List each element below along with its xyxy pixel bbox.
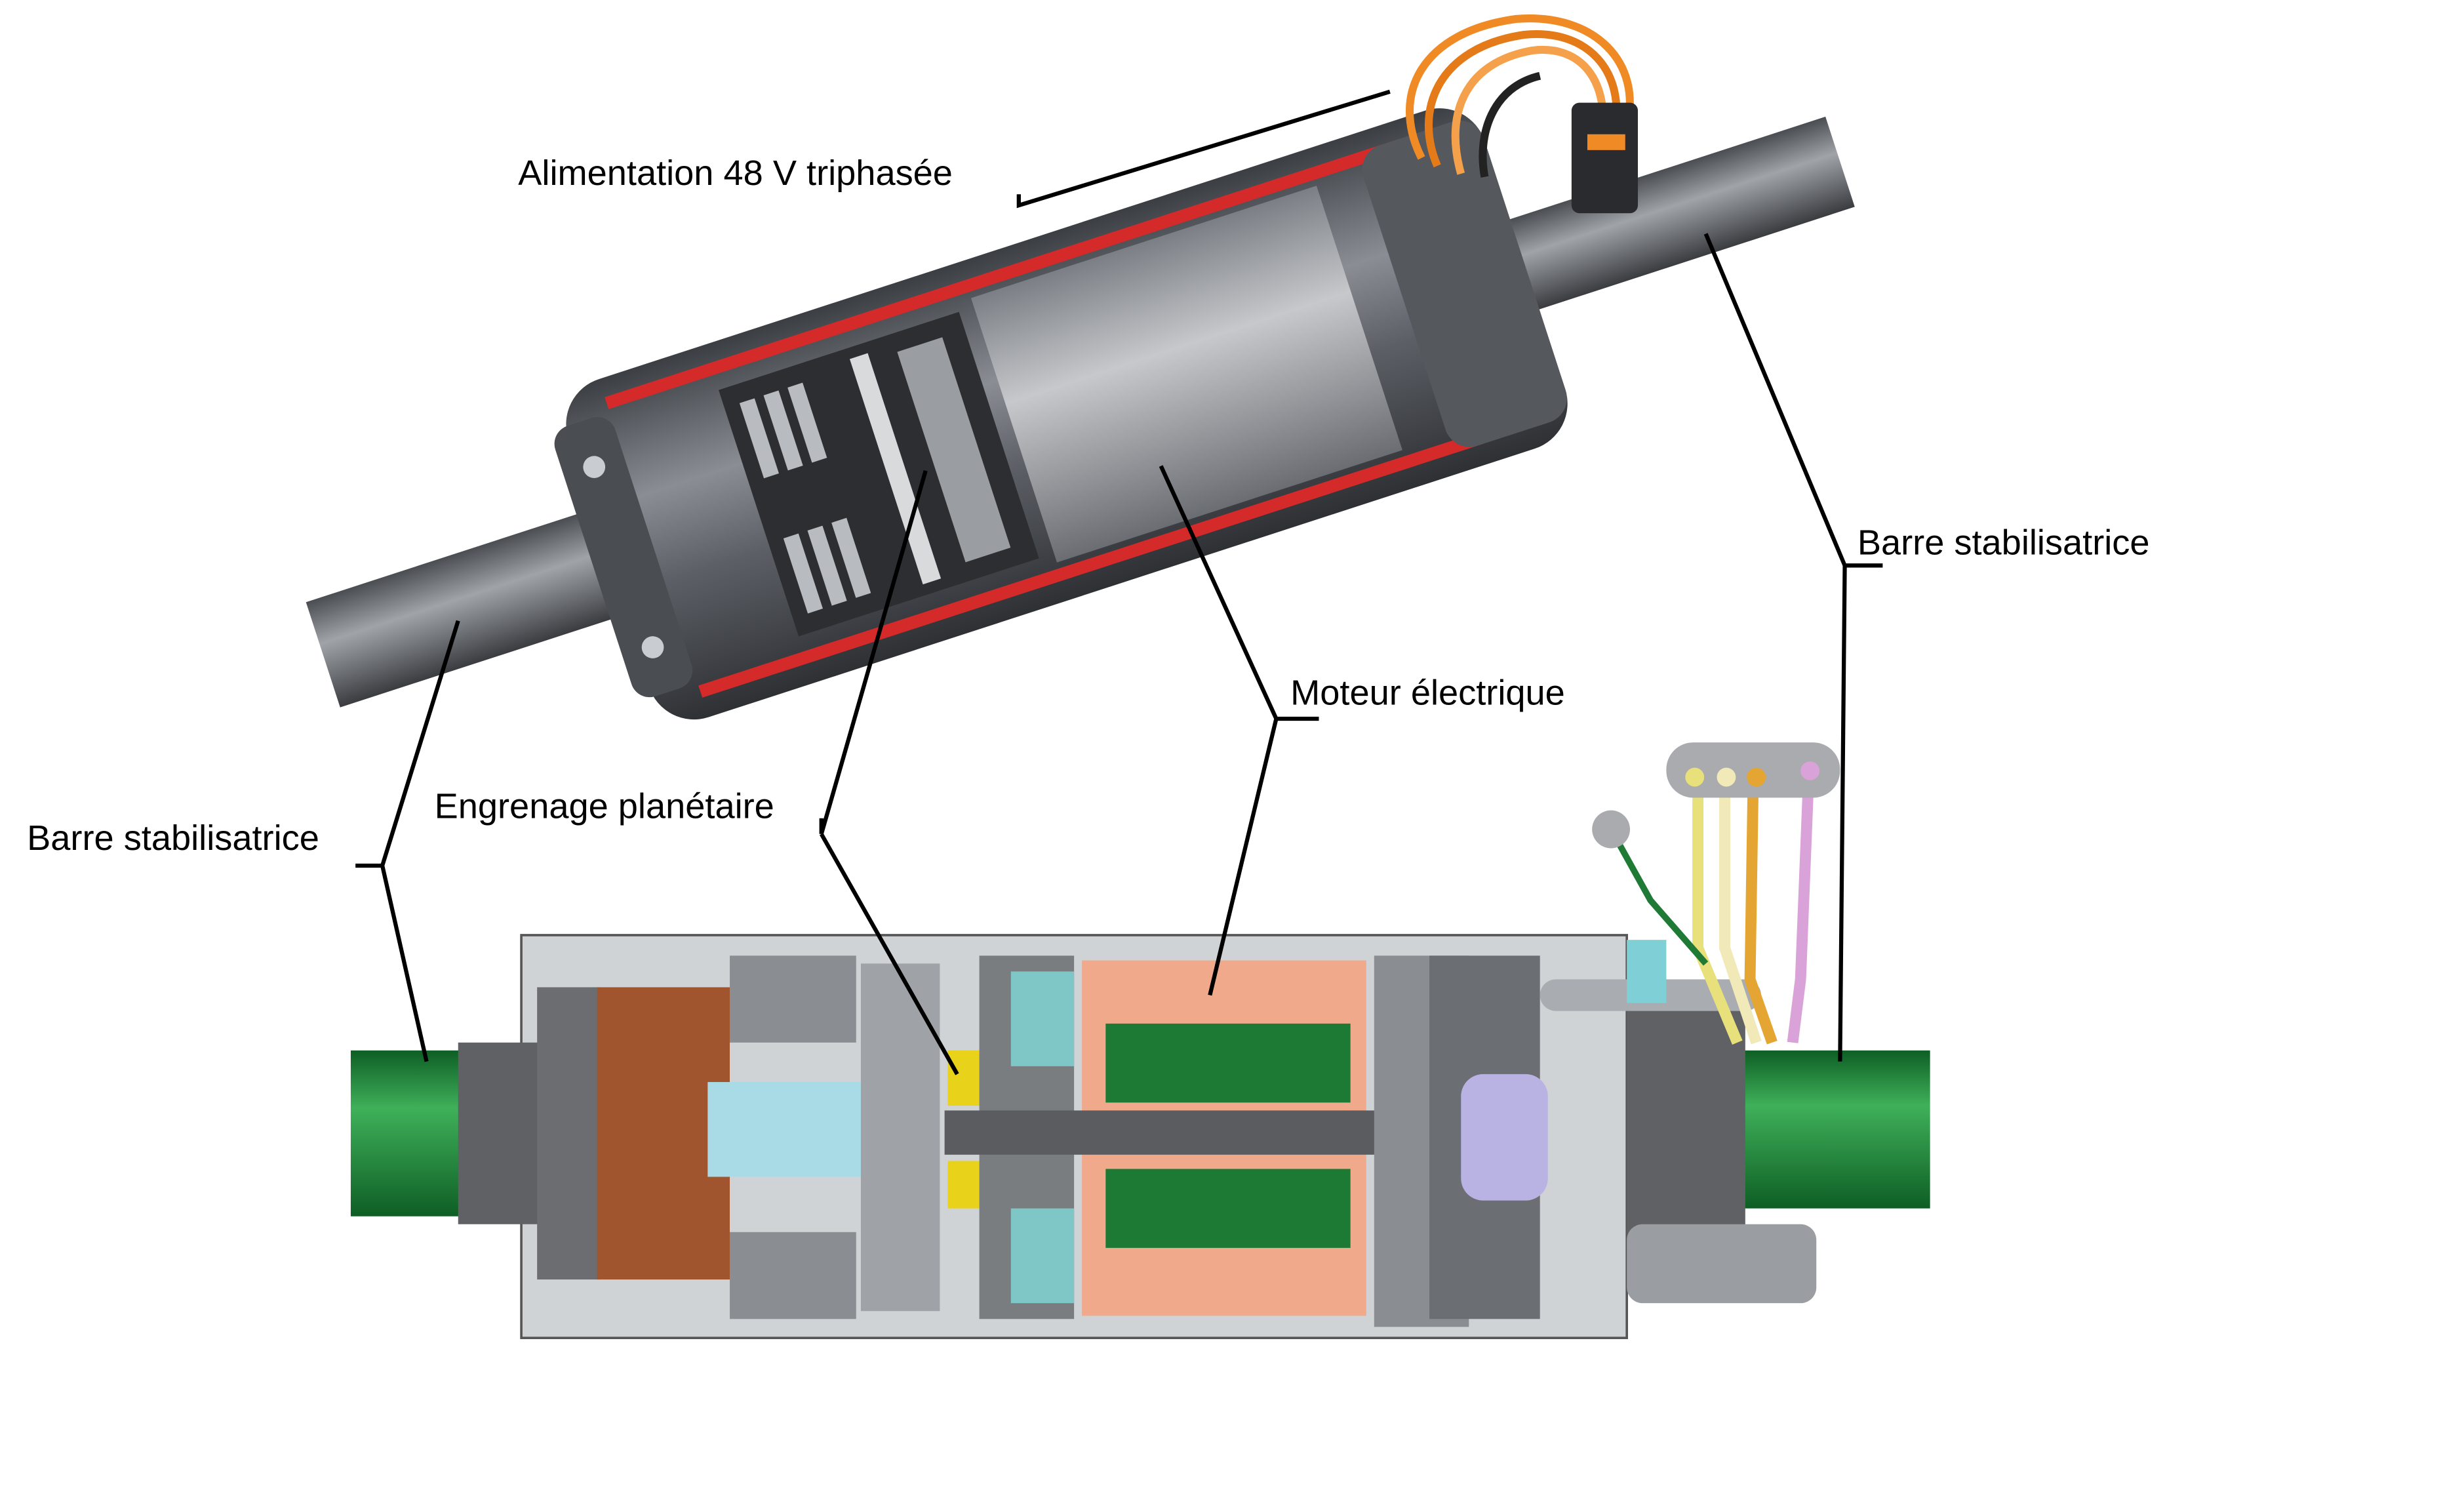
end-flange — [554, 417, 693, 698]
flange-bolt — [583, 456, 606, 478]
label-planetary-gear: Engrenage planétaire — [435, 470, 959, 1076]
bearing-carrier — [597, 987, 730, 1280]
gear-yellow — [947, 1050, 980, 1106]
right-coupling — [1627, 1011, 1745, 1248]
label-electric-motor-text: Moteur électrique — [1290, 673, 1565, 712]
label-stabilizer-bar-left-text: Barre stabilisatrice — [27, 818, 319, 858]
label-power-supply-text: Alimentation 48 V triphasée — [518, 153, 953, 193]
sensor — [1461, 1074, 1548, 1201]
label-electric-motor: Moteur électrique — [1159, 465, 1565, 996]
label-stabilizer-bar-right-text: Barre stabilisatrice — [1858, 523, 2150, 562]
planet-gear — [730, 955, 856, 1043]
end-cap-right — [1362, 120, 1567, 447]
connector-latch — [1587, 134, 1625, 150]
right-stabilizer-bar-section — [1737, 1050, 1930, 1209]
sensor-cables — [1608, 781, 1814, 1045]
planet-gear — [730, 1232, 856, 1319]
ground-lug — [1592, 810, 1630, 849]
label-planetary-gear-text: Engrenage planétaire — [435, 787, 774, 826]
motor-rotor-3d — [970, 186, 1402, 563]
gear-teeth — [739, 337, 1011, 614]
bearing-seal — [1010, 1208, 1075, 1304]
cable-pin — [1717, 767, 1736, 787]
label-stabilizer-bar-left: Barre stabilisatrice — [27, 620, 460, 1062]
label-power-supply: Alimentation 48 V triphasée — [518, 89, 1391, 209]
rotor-lower — [1105, 1169, 1351, 1248]
leader-line — [1703, 233, 1883, 1062]
cutaway-red-shell-top — [605, 143, 1390, 409]
lower-connector — [1627, 1224, 1817, 1304]
cable-seal — [1627, 940, 1667, 1003]
gear-yellow — [947, 1161, 980, 1209]
leader-line — [819, 470, 959, 1076]
right-stabilizer-bar-3d — [1480, 116, 1855, 319]
left-end-plate — [537, 987, 601, 1280]
motor-cross-section — [350, 934, 1930, 1339]
cable-pin — [1685, 767, 1705, 787]
ring-gear — [860, 963, 940, 1312]
label-stabilizer-bar-right: Barre stabilisatrice — [1703, 233, 2150, 1062]
leader-line — [1159, 465, 1319, 996]
cable-pin — [1800, 761, 1820, 780]
leader-line — [355, 620, 460, 1062]
rotor-upper — [1105, 1023, 1351, 1103]
bearing-seal — [1010, 971, 1075, 1066]
planet-carrier — [707, 1081, 861, 1177]
leader-line — [1016, 89, 1391, 209]
connector — [1571, 102, 1639, 214]
cable-pin — [1747, 767, 1766, 787]
cutaway-red-shell-bottom — [698, 432, 1484, 698]
motor-3d-cutaway — [306, 108, 1855, 720]
power-cables — [1405, 14, 1634, 178]
flange-bolt — [641, 636, 664, 658]
